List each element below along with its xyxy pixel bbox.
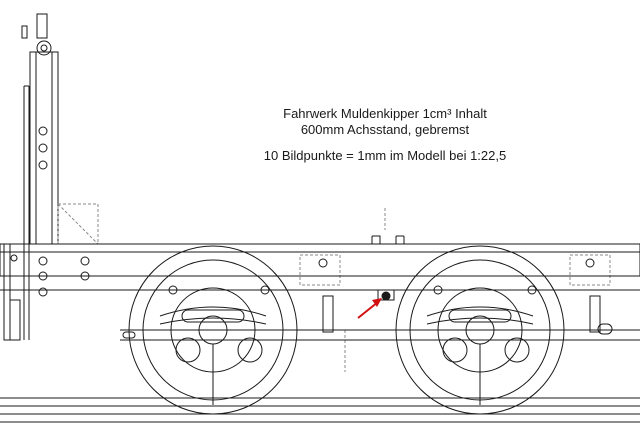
brake-rods xyxy=(120,295,640,341)
highlight-arrow xyxy=(357,298,382,319)
drawing-subtitle: 600mm Achsstand, gebremst xyxy=(300,122,470,137)
brake-pivot xyxy=(377,289,395,301)
tipping-lever xyxy=(3,13,59,341)
rail-track xyxy=(0,397,640,423)
drawing-title: Fahrwerk Muldenkipper 1cm³ Inhalt xyxy=(283,106,487,121)
main-frame xyxy=(0,235,640,297)
scale-note: 10 Bildpunkte = 1mm im Modell bei 1:22,5 xyxy=(263,148,507,163)
